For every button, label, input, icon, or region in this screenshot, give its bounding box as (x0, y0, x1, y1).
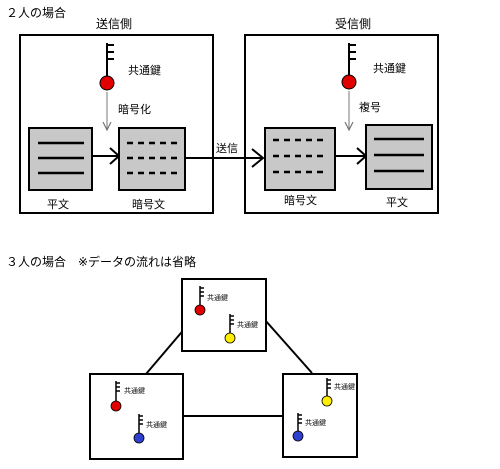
sender-ciphertext-label: 暗号文 (132, 197, 165, 211)
sender-plaintext-label: 平文 (47, 197, 69, 211)
left-key1-icon (110, 381, 122, 412)
right-key1-icon (321, 378, 333, 407)
sender-key-label: 共通鍵 (128, 63, 161, 77)
receiver-key-icon (341, 43, 357, 90)
right-key2-icon (292, 413, 304, 442)
encrypt-label: 暗号化 (118, 102, 151, 116)
section1-title: ２人の場合 (6, 5, 66, 20)
receiver-ciphertext-doc (264, 127, 336, 191)
receiver-box (244, 34, 439, 214)
link-top-right (264, 319, 313, 374)
decrypt-label: 複号 (359, 100, 381, 114)
receiver-plaintext-label: 平文 (386, 195, 408, 209)
transmit-label: 送信 (216, 141, 238, 155)
sender-plaintext-doc (28, 127, 93, 191)
left-person-box (89, 373, 184, 460)
section2-title: ３人の場合 ※データの流れは省略 (6, 254, 196, 269)
left-key2-icon (133, 414, 145, 444)
right-key1-label: 共通鍵 (334, 382, 355, 391)
right-key2-label: 共通鍵 (305, 418, 326, 427)
top-key1-label: 共通鍵 (207, 293, 228, 302)
top-key1-icon (194, 286, 206, 316)
receiver-ciphertext-label: 暗号文 (284, 193, 317, 207)
sender-ciphertext-doc (118, 127, 186, 191)
left-key1-label: 共通鍵 (124, 386, 145, 395)
sender-label: 送信側 (96, 16, 132, 31)
top-person-box (181, 278, 267, 352)
left-key2-label: 共通鍵 (146, 420, 167, 429)
sender-box (19, 34, 214, 214)
receiver-label: 受信側 (335, 17, 371, 31)
sender-key-icon (99, 43, 115, 91)
receiver-plaintext-doc (365, 124, 433, 190)
transmit-arrow (186, 148, 265, 168)
top-key2-label: 共通鍵 (237, 320, 258, 329)
receiver-arrow (336, 147, 368, 165)
top-key2-icon (224, 314, 236, 344)
receiver-key-label: 共通鍵 (373, 61, 406, 75)
sender-arrow (93, 147, 121, 165)
right-person-box (282, 373, 358, 458)
